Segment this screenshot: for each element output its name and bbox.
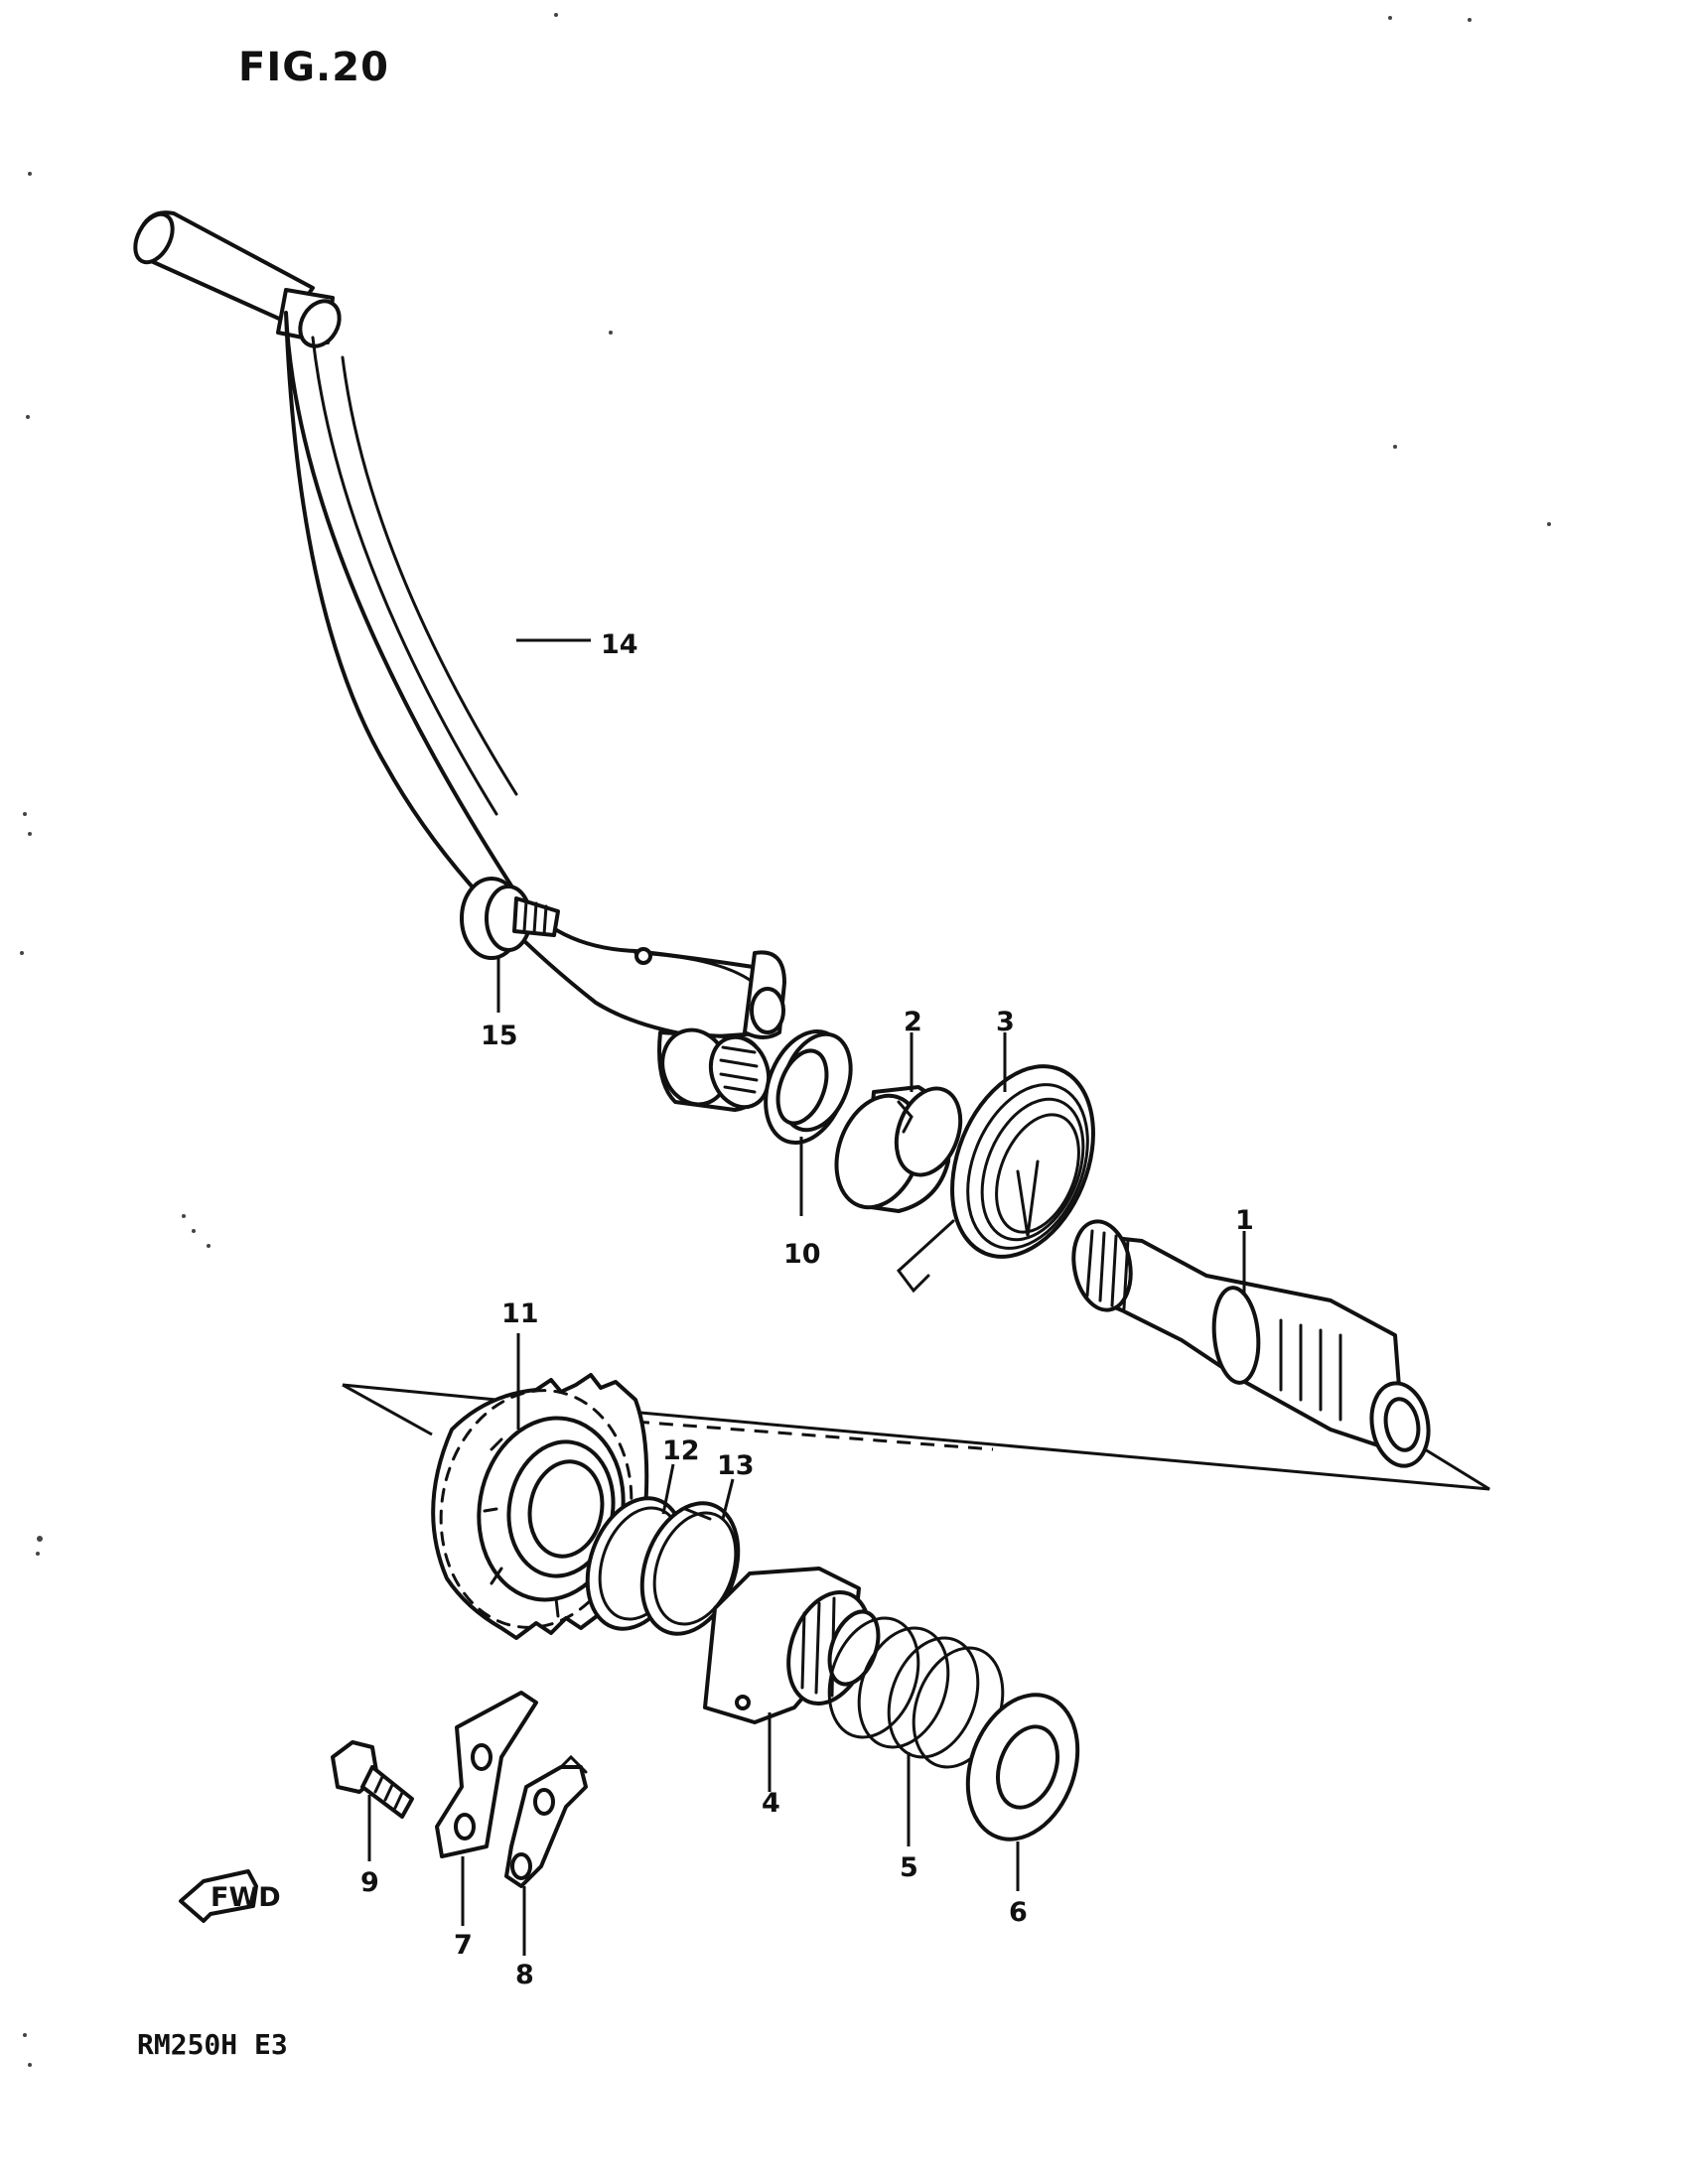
kick-lever-icon — [133, 210, 786, 1112]
bolt-icon — [331, 1740, 414, 1819]
callout-8: 8 — [515, 1960, 534, 1990]
callout-7: 7 — [454, 1930, 473, 1961]
direction-badge: FWD — [211, 1882, 281, 1913]
callout-12: 12 — [662, 1435, 700, 1466]
callout-5: 5 — [900, 1852, 918, 1883]
reference-line — [342, 1383, 433, 1436]
oil-seal-icon — [764, 1028, 853, 1146]
callout-3: 3 — [996, 1007, 1015, 1037]
callout-10: 10 — [783, 1239, 821, 1270]
model-code: RM250H E3 — [137, 2028, 288, 2061]
callout-4: 4 — [762, 1788, 780, 1819]
spring-icon — [896, 1064, 1095, 1294]
figure-title: FIG.20 — [238, 45, 389, 90]
callout-9: 9 — [360, 1867, 379, 1898]
bolt-icon — [460, 877, 560, 960]
callout-14: 14 — [601, 629, 638, 660]
callout-6: 6 — [1009, 1897, 1028, 1928]
callout-1: 1 — [1235, 1205, 1254, 1236]
plate-icon — [435, 1691, 538, 1858]
leader-lines — [367, 638, 1246, 1956]
arrow-fwd-icon: FWD — [179, 1869, 281, 1923]
shaft-icon — [1071, 1219, 1431, 1468]
callout-2: 2 — [904, 1007, 922, 1037]
spring-guide-icon — [834, 1085, 963, 1213]
callout-13: 13 — [717, 1450, 755, 1481]
ratchet-icon — [703, 1567, 881, 1724]
plate-icon — [504, 1754, 588, 1888]
gear-icon — [431, 1373, 649, 1640]
washer-icon — [965, 1693, 1080, 1842]
reference-line — [634, 1420, 994, 1451]
callout-15: 15 — [481, 1021, 518, 1051]
spring-icon — [827, 1616, 1005, 1769]
washer-icon — [585, 1496, 741, 1636]
callout-11: 11 — [501, 1298, 539, 1329]
scan-noise — [20, 13, 1551, 2067]
reference-line — [342, 1383, 1490, 1491]
